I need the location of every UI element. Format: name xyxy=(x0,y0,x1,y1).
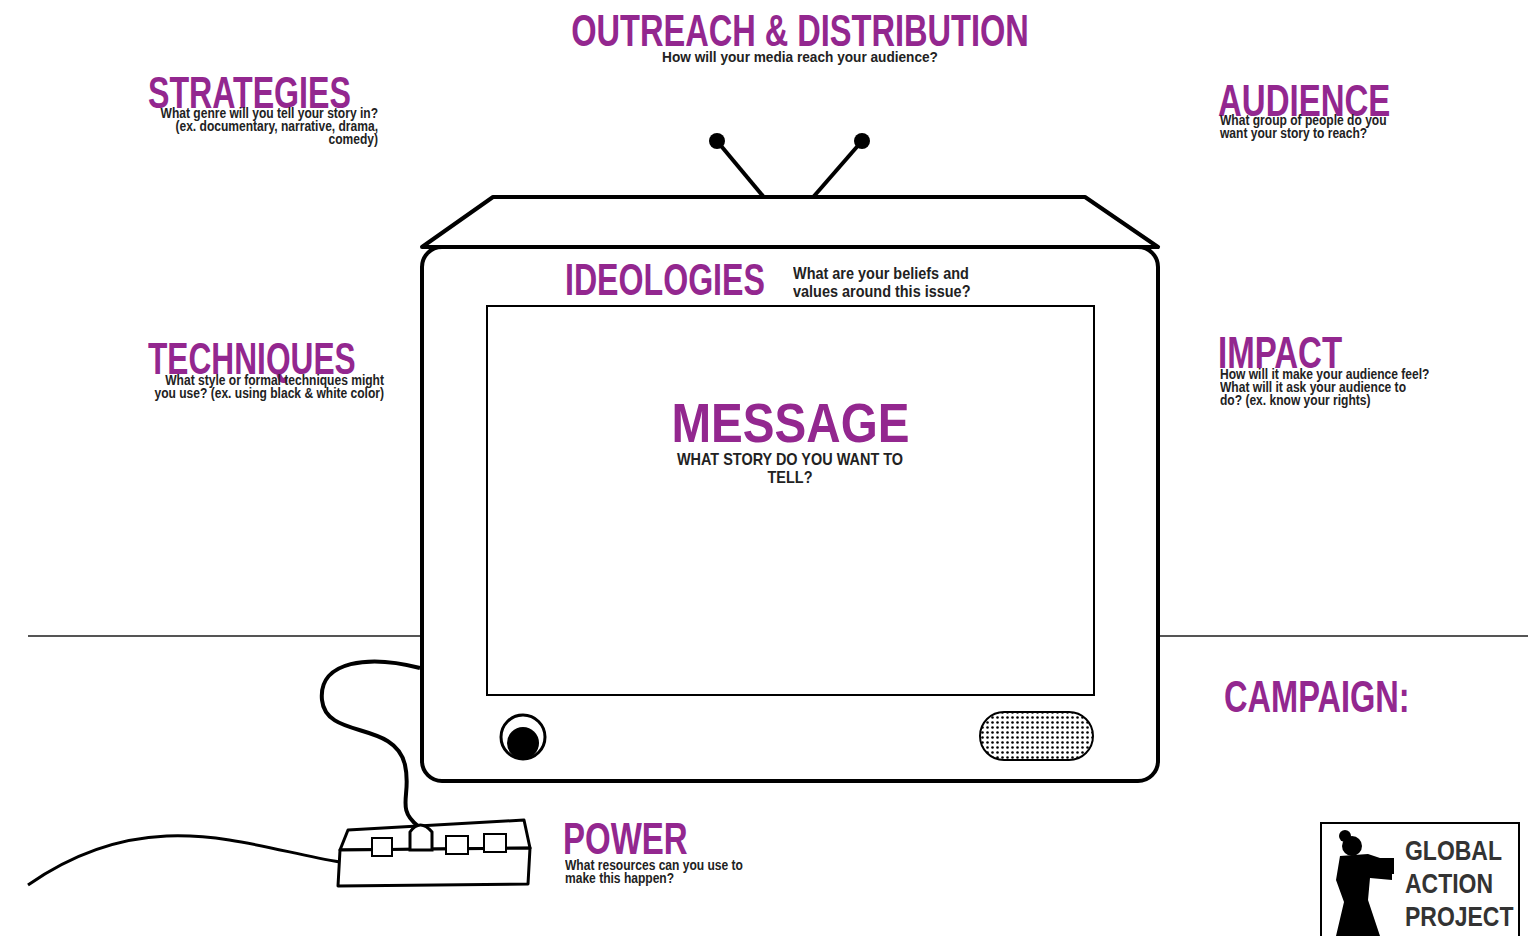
section-question: What genre will you tell your story in? … xyxy=(146,107,378,146)
power-strip xyxy=(338,848,530,886)
outlet xyxy=(446,836,468,854)
section-heading: OUTREACH & DISTRIBUTION xyxy=(520,9,1080,53)
section-heading: CAMPAIGN: xyxy=(1224,675,1439,719)
logo-silhouette xyxy=(1336,830,1394,936)
power-cord xyxy=(322,662,420,826)
antenna-tip xyxy=(854,133,870,149)
table-line xyxy=(1160,635,1528,637)
antenna-tip xyxy=(709,133,725,149)
outlet xyxy=(372,838,392,856)
tv-knob xyxy=(501,715,545,759)
logo-text: GLOBAL ACTION PROJECT xyxy=(1405,834,1515,933)
tv-top xyxy=(422,197,1158,247)
ideology-heading: IDEOLOGIES xyxy=(565,258,785,302)
section-heading: POWER xyxy=(563,817,703,861)
message-question: WHAT STORY DO YOU WANT TO TELL? xyxy=(665,451,915,487)
power-wire xyxy=(28,836,340,885)
section-question: What style or formal techniques might yo… xyxy=(146,374,384,400)
logo-box: GLOBAL ACTION PROJECT xyxy=(1320,822,1520,936)
plug xyxy=(410,825,432,850)
tv-fill xyxy=(422,247,1158,781)
tv-speaker xyxy=(980,712,1093,760)
tv-knob xyxy=(507,727,539,759)
message-heading: MESSAGE xyxy=(488,395,1093,451)
section-question: How will your media reach your audience? xyxy=(540,49,1060,65)
ideology-question: What are your beliefs and values around … xyxy=(793,265,1008,301)
tv-body: IDEOLOGIESWhat are your beliefs and valu… xyxy=(420,245,1160,783)
table-line xyxy=(28,635,420,637)
section-question: How will it make your audience feel? Wha… xyxy=(1220,368,1430,407)
section-question: What resources can you use to make this … xyxy=(565,859,775,885)
tv-screen: MESSAGEWHAT STORY DO YOU WANT TO TELL? xyxy=(486,305,1095,696)
section-question: What group of people do you want your st… xyxy=(1220,114,1410,140)
outlet xyxy=(484,834,506,852)
